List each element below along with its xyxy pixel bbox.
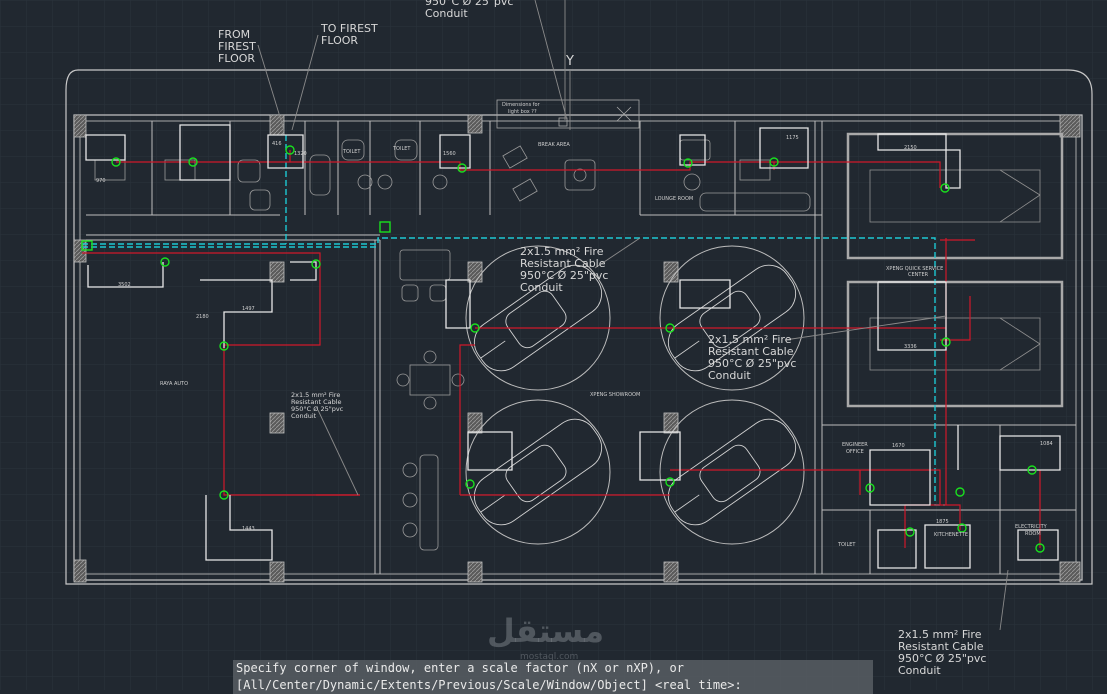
svg-text:Conduit: Conduit bbox=[425, 7, 468, 20]
cable-note-bottom: 2x1.5 mm² Fire Resistant Cable 950°C Ø 2… bbox=[898, 628, 986, 677]
watermark-logo: مستقل bbox=[487, 612, 605, 650]
svg-text:1670: 1670 bbox=[892, 443, 905, 449]
lift-outlines bbox=[869, 169, 1041, 371]
svg-text:Resistant Cable: Resistant Cable bbox=[291, 398, 342, 406]
dimension-labels: 3502 1497 2180 1443 2150 1175 1320 1560 … bbox=[96, 135, 1053, 532]
furniture bbox=[94, 139, 811, 551]
room-engineer-2: OFFICE bbox=[846, 449, 864, 455]
room-xpeng-service-2: CENTER bbox=[908, 272, 929, 278]
devices bbox=[81, 145, 1045, 553]
selection-note: Dimensions for bbox=[502, 102, 541, 108]
y-axis-label: Y bbox=[565, 54, 574, 69]
interior-walls bbox=[86, 121, 1076, 574]
room-electricity: ELECTRICITY bbox=[1015, 524, 1048, 530]
svg-text:950°C Ø 25"pvc: 950°C Ø 25"pvc bbox=[520, 269, 608, 282]
svg-text:Resistant Cable: Resistant Cable bbox=[520, 257, 606, 270]
svg-text:3336: 3336 bbox=[904, 344, 917, 350]
svg-text:Conduit: Conduit bbox=[708, 369, 751, 382]
svg-text:FLOOR: FLOOR bbox=[321, 34, 358, 47]
room-engineer: ENGINEER bbox=[842, 442, 868, 448]
annotation-to-first-floor: TO FIREST FLOOR bbox=[320, 22, 378, 47]
room-raya-auto: RAYA AUTO bbox=[160, 381, 188, 387]
svg-text:970: 970 bbox=[96, 178, 106, 184]
svg-text:416: 416 bbox=[272, 141, 282, 147]
room-lounge: LOUNGE ROOM bbox=[655, 196, 693, 202]
room-xpeng-showroom: XPENG SHOWROOM bbox=[590, 392, 640, 398]
room-toilet-1: TOILET bbox=[342, 149, 361, 155]
svg-text:3502: 3502 bbox=[118, 282, 131, 288]
cable-note-small: 2x1.5 mm² Fire Resistant Cable 950°C Ø 2… bbox=[291, 391, 344, 420]
annotation-top-cable: 950°C Ø 25"pvc Conduit bbox=[425, 0, 513, 20]
wall-columns bbox=[73, 114, 1081, 583]
room-toilet-3: TOILET bbox=[837, 542, 856, 548]
svg-text:950°C Ø 25"pvc: 950°C Ø 25"pvc bbox=[898, 652, 986, 665]
svg-text:2x1.5 mm² Fire: 2x1.5 mm² Fire bbox=[708, 333, 792, 346]
svg-text:FIREST: FIREST bbox=[218, 40, 256, 53]
svg-text:Conduit: Conduit bbox=[520, 281, 563, 294]
svg-text:950°C Ø 25"pvc: 950°C Ø 25"pvc bbox=[708, 357, 796, 370]
cable-note-center: 2x1.5 mm² Fire Resistant Cable 950°C Ø 2… bbox=[520, 245, 608, 294]
svg-text:1875: 1875 bbox=[936, 519, 949, 525]
svg-text:950°C Ø 25"pvc: 950°C Ø 25"pvc bbox=[291, 405, 344, 413]
cars bbox=[473, 264, 797, 526]
svg-text:2x1.5 mm² Fire: 2x1.5 mm² Fire bbox=[291, 391, 340, 399]
cable-note-right: 2x1.5 mm² Fire Resistant Cable 950°C Ø 2… bbox=[708, 333, 796, 382]
svg-text:Resistant Cable: Resistant Cable bbox=[898, 640, 984, 653]
leader-lines bbox=[257, 0, 1009, 631]
svg-text:Resistant Cable: Resistant Cable bbox=[708, 345, 794, 358]
light-fixtures bbox=[85, 124, 1061, 569]
svg-text:1084: 1084 bbox=[1040, 441, 1053, 447]
room-kitchenette: KITCHENETTE bbox=[934, 532, 968, 538]
room-xpeng-service: XPENG QUICK SERVICE bbox=[886, 266, 943, 272]
selection-note-2: light box ?? bbox=[508, 109, 537, 115]
command-line[interactable]: Specify corner of window, enter a scale … bbox=[233, 660, 873, 694]
svg-text:2x1.5 mm² Fire: 2x1.5 mm² Fire bbox=[520, 245, 604, 258]
svg-text:Conduit: Conduit bbox=[291, 412, 317, 420]
svg-text:1175: 1175 bbox=[786, 135, 799, 141]
building-outline bbox=[65, 69, 1093, 585]
svg-text:FROM: FROM bbox=[218, 28, 250, 41]
service-bays bbox=[846, 132, 1064, 408]
svg-text:Conduit: Conduit bbox=[898, 664, 941, 677]
svg-text:FLOOR: FLOOR bbox=[218, 52, 255, 65]
svg-text:950°C Ø 25"pvc: 950°C Ø 25"pvc bbox=[425, 0, 513, 8]
annotation-from-first-floor: FROM FIREST FLOOR bbox=[218, 28, 256, 65]
showroom-turntables bbox=[465, 245, 805, 545]
svg-text:1497: 1497 bbox=[242, 306, 255, 312]
selection-window bbox=[496, 99, 640, 129]
svg-text:TO FIREST: TO FIREST bbox=[320, 22, 378, 35]
svg-text:1320: 1320 bbox=[294, 151, 307, 157]
svg-text:1443: 1443 bbox=[242, 526, 255, 532]
room-electricity-2: ROOM bbox=[1025, 531, 1041, 537]
svg-text:2150: 2150 bbox=[904, 145, 917, 151]
command-prompt-line-1: Specify corner of window, enter a scale … bbox=[233, 660, 873, 677]
svg-text:2x1.5 mm² Fire: 2x1.5 mm² Fire bbox=[898, 628, 982, 641]
watermark-url: mostaql.com bbox=[520, 652, 579, 662]
svg-text:2180: 2180 bbox=[196, 314, 209, 320]
svg-text:1560: 1560 bbox=[443, 151, 456, 157]
room-toilet-2: TOILET bbox=[392, 146, 411, 152]
room-break-area: BREAK AREA bbox=[538, 142, 570, 148]
command-prompt-line-2[interactable]: [All/Center/Dynamic/Extents/Previous/Sca… bbox=[233, 677, 873, 694]
